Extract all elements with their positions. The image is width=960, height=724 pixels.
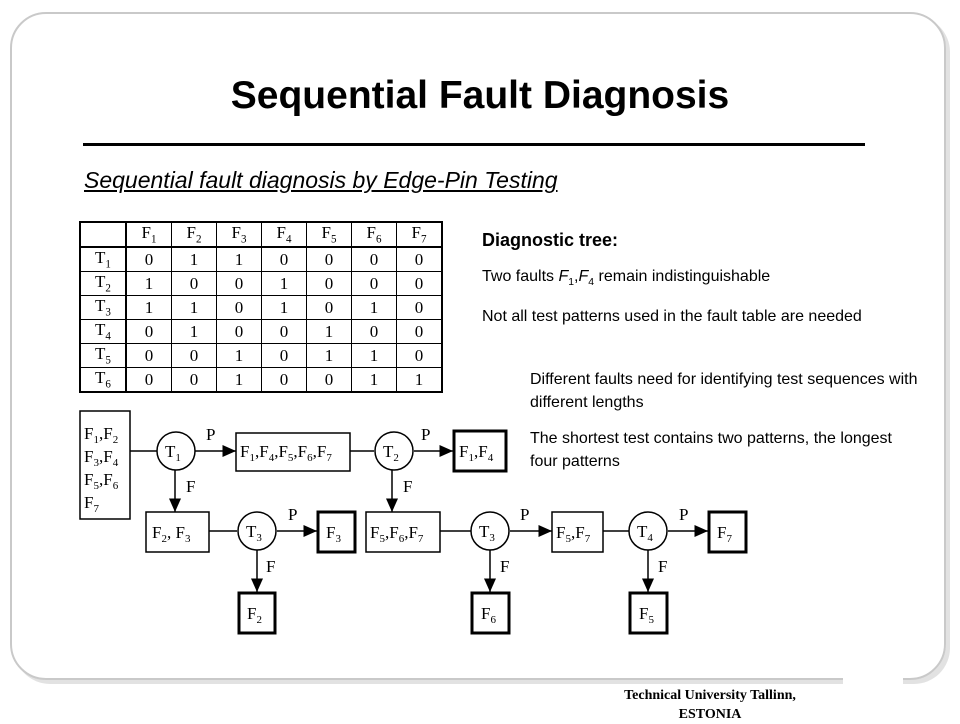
fault-set-node [551, 511, 604, 553]
table-cell: 0 [396, 295, 443, 320]
terminal-node-f3 [316, 510, 357, 554]
table-cell: 1 [306, 343, 352, 368]
corner-cell [79, 221, 127, 248]
note-indistinguishable: Two faults F1,F4 remain indistinguishabl… [482, 268, 771, 289]
table-row: T3 1 1 0 1 0 1 0 [79, 295, 443, 320]
table-cell: 0 [261, 319, 307, 344]
root-set-line: F3,F4 [84, 447, 119, 469]
terminal-node-f7 [707, 510, 748, 554]
title-rule [83, 143, 865, 146]
edge-label-fail: F [186, 477, 195, 496]
footer: Technical University Tallinn, ESTONIA [560, 686, 860, 724]
fault-set-node [145, 511, 210, 553]
test-node-t2 [374, 431, 414, 471]
note-not-all-needed: Not all test patterns used in the fault … [482, 308, 862, 325]
root-fault-set [79, 410, 131, 520]
col-f1: F1 [125, 221, 172, 248]
row-t2: T2 [79, 271, 127, 296]
table-row: T2 1 0 0 1 0 0 0 [79, 271, 443, 296]
edge-label-pass: P [421, 425, 430, 444]
table-cell: 0 [125, 367, 172, 393]
row-t6: T6 [79, 367, 127, 393]
footer-line1: Technical University Tallinn, [624, 688, 796, 703]
table-cell: 0 [396, 343, 443, 368]
table-cell: 1 [351, 367, 397, 393]
table-cell: 0 [261, 343, 307, 368]
frame-gap [843, 672, 903, 688]
edge-label-fail: F [500, 557, 509, 576]
terminal-node-f6 [470, 591, 511, 635]
slide-title: Sequential Fault Diagnosis [230, 74, 730, 117]
edge-label-fail: F [658, 557, 667, 576]
test-node-t1 [156, 431, 196, 471]
footer-line2: ESTONIA [678, 707, 742, 722]
table-cell: 0 [396, 271, 443, 296]
col-f2: F2 [171, 221, 217, 248]
note-shortest-longest: The shortest test contains two patterns,… [530, 430, 892, 470]
slide-frame [10, 12, 946, 680]
table-row: T6 0 0 1 0 0 1 1 [79, 367, 443, 393]
table-cell: 0 [306, 295, 352, 320]
terminal-node-f5 [628, 591, 669, 635]
edge-label-pass: P [679, 505, 688, 524]
table-row: T5 0 0 1 0 1 1 0 [79, 343, 443, 368]
table-cell: 1 [171, 295, 217, 320]
row-t3: T3 [79, 295, 127, 320]
table-cell: 0 [171, 367, 217, 393]
fault-set-node [365, 511, 441, 553]
test-node-t4 [628, 511, 668, 551]
fault-table-header: F1 F2 F3 F4 F5 F6 F7 [79, 221, 443, 248]
edge-label-fail: F [403, 477, 412, 496]
col-f5: F5 [306, 221, 352, 248]
col-f7: F7 [396, 221, 443, 248]
note-different-lengths: Different faults need for identifying te… [530, 371, 918, 411]
set-label: F5,F7 [556, 523, 591, 545]
terminal-node-f2 [237, 591, 277, 635]
table-cell: 1 [396, 367, 443, 393]
fault-set-node [235, 432, 351, 472]
table-cell: 0 [125, 246, 172, 272]
col-f6: F6 [351, 221, 397, 248]
table-cell: 0 [261, 246, 307, 272]
table-cell: 0 [125, 343, 172, 368]
diagnostic-tree-heading: Diagnostic tree: [482, 230, 619, 250]
table-cell: 1 [125, 295, 172, 320]
table-cell: 0 [171, 343, 217, 368]
edge-label-pass: P [520, 505, 529, 524]
row-t1: T1 [79, 246, 127, 272]
table-row: T4 0 1 0 0 1 0 0 [79, 319, 443, 344]
edge-label-pass: P [206, 425, 215, 444]
root-set-line: F5,F6 [84, 470, 119, 492]
test-node-t3 [237, 511, 277, 551]
terminal-node-f1-f4 [452, 429, 508, 473]
set-label: F5,F6,F7 [370, 523, 424, 545]
set-label: F1,F4 [459, 442, 494, 464]
edge-label-fail: F [266, 557, 275, 576]
table-cell: 1 [351, 343, 397, 368]
col-f3: F3 [216, 221, 262, 248]
row-t5: T5 [79, 343, 127, 368]
slide-subtitle: Sequential fault diagnosis by Edge-Pin T… [84, 167, 558, 193]
table-cell: 0 [306, 367, 352, 393]
edge-label-pass: P [288, 505, 297, 524]
root-set-line: F1,F2 [84, 424, 118, 446]
table-cell: 0 [261, 367, 307, 393]
fault-table: F1 F2 F3 F4 F5 F6 F7 T1 0 1 1 0 0 0 0 T2… [79, 221, 443, 393]
test-node-t3 [470, 511, 510, 551]
table-cell: 0 [351, 271, 397, 296]
